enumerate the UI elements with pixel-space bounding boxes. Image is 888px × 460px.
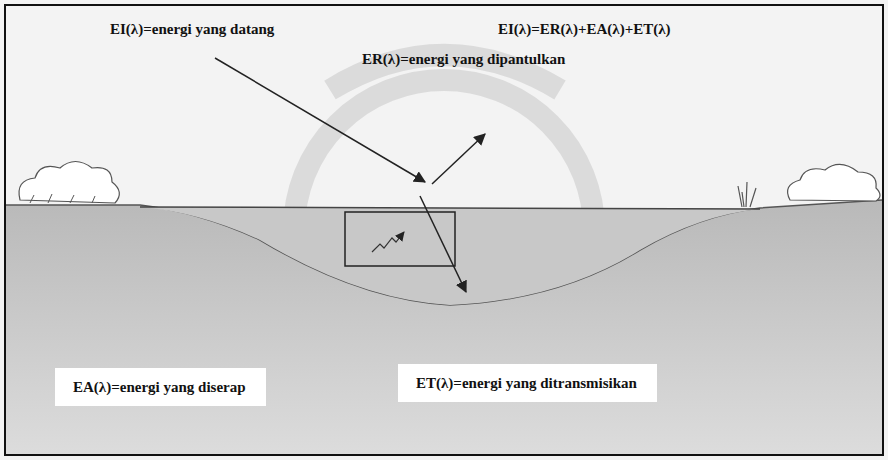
- box-text: EA(λ)=energi yang diserap: [73, 378, 248, 396]
- box-text: ET(λ)=energi yang ditransmisikan: [416, 374, 639, 392]
- formula-label: ER(λ)=energi yang dipantulkan: [362, 50, 565, 68]
- label-box: ET(λ)=energi yang ditransmisikan: [398, 364, 657, 402]
- formula-label: EI(λ)=ER(λ)+EA(λ)+ET(λ): [498, 20, 671, 38]
- formula-label: EI(λ)=energi yang datang: [110, 20, 274, 38]
- label-box: EA(λ)=energi yang diserap: [55, 368, 266, 406]
